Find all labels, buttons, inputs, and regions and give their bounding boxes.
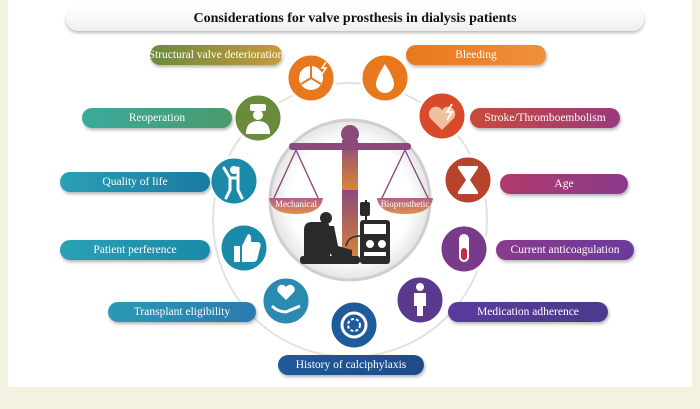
heart-lightning-icon [416, 90, 468, 142]
surgeon-icon [232, 92, 284, 144]
bioprosthetic-label: Bioprosthetic [381, 199, 430, 209]
title-banner: Considerations for valve prosthesis in d… [66, 7, 644, 31]
blood-drop-icon [359, 52, 411, 104]
label-structural-valve-deterioration: Structural valve deterioration [149, 45, 283, 65]
label-patient-perference: Patient perference [60, 240, 210, 260]
icon-layer [208, 52, 494, 351]
heart-valve-icon [285, 52, 337, 104]
label-reoperation: Reoperation [82, 108, 232, 128]
thumbs-up-icon [218, 222, 270, 274]
mechanical-label: Mechanical [275, 199, 317, 209]
balance-scale-icon: Mechanical Bioprosthetic [269, 125, 433, 260]
dialysis-patient-icon [300, 200, 390, 264]
hand-heart-icon [260, 275, 312, 327]
test-tube-icon [438, 223, 490, 275]
label-bleeding: Bleeding [406, 45, 546, 65]
label-medication-adherence: Medication adherence [448, 302, 608, 322]
hourglass-icon [442, 154, 494, 206]
label-age: Age [500, 174, 628, 194]
figure-title: Considerations for valve prosthesis in d… [193, 11, 517, 26]
label-history-of-calciphylaxis: History of calciphylaxis [278, 355, 424, 375]
label-current-anticoagulation: Current anticoagulation [496, 240, 634, 260]
person-icon [394, 274, 446, 326]
happy-person-icon [208, 155, 260, 207]
vessel-cross-section-icon [328, 299, 380, 351]
label-stroke-thromboembolism: Stroke/Thromboembolism [470, 108, 620, 128]
center-illustration: Mechanical Bioprosthetic [212, 82, 488, 358]
figure-canvas: Considerations for valve prosthesis in d… [8, 0, 692, 387]
label-quality-of-life: Quality of life [60, 172, 210, 192]
label-transplant-eligibility: Transplant eligibility [108, 302, 256, 322]
